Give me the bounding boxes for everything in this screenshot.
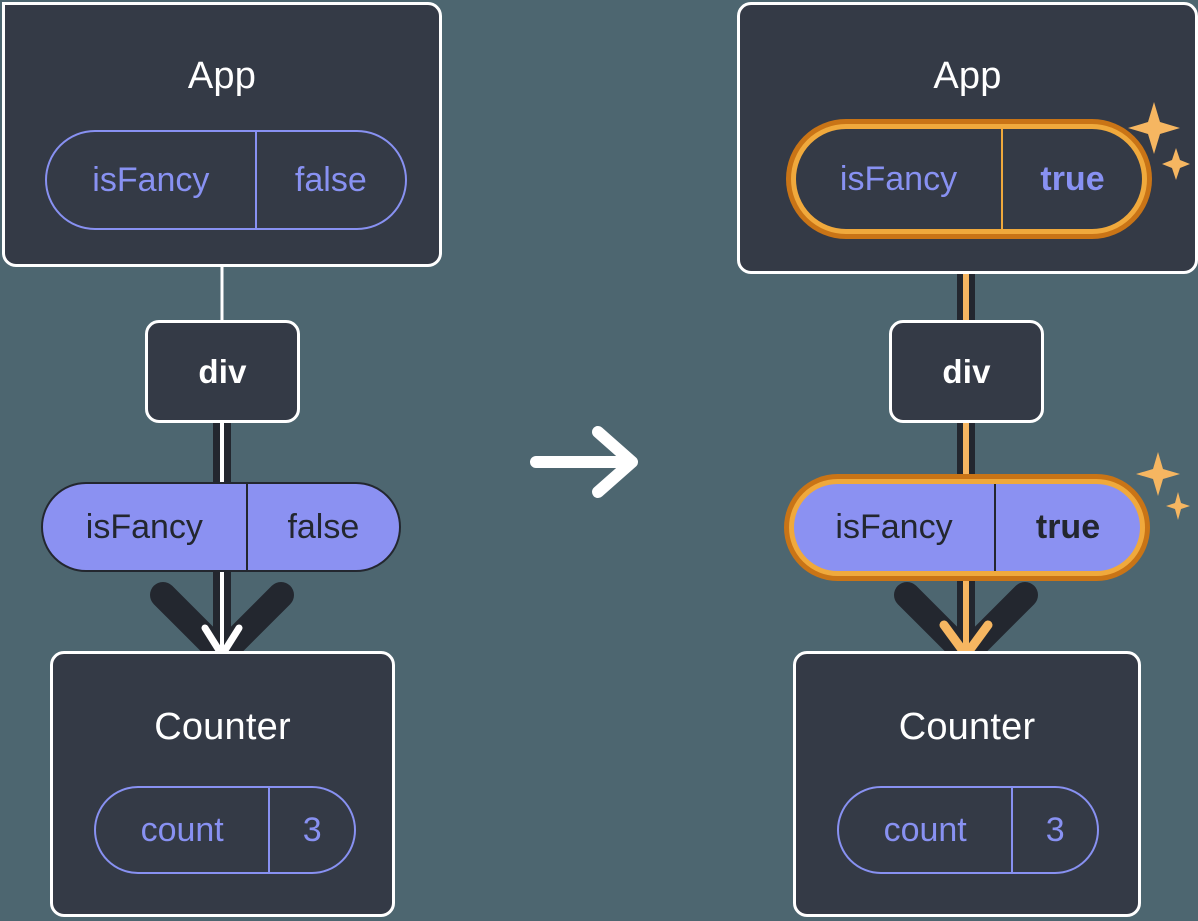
state-value: 3 bbox=[268, 788, 354, 872]
counter-card-before: Counter count 3 bbox=[50, 651, 395, 917]
counter-state-pill-after: count 3 bbox=[837, 786, 1099, 874]
app-card-title-before: App bbox=[187, 55, 257, 97]
state-value: 3 bbox=[1011, 788, 1097, 872]
state-key: count bbox=[140, 810, 224, 849]
div-card-title-after: div bbox=[942, 353, 991, 390]
div-card-after: div bbox=[889, 320, 1044, 423]
app-card-title-after: App bbox=[933, 55, 1002, 97]
state-key: isFancy bbox=[92, 160, 210, 199]
app-state-pill-after[interactable]: isFancy true bbox=[791, 124, 1147, 234]
counter-state-pill-before: count 3 bbox=[94, 786, 356, 874]
state-value: false bbox=[254, 132, 405, 228]
prop-pill-after[interactable]: isFancy true bbox=[789, 479, 1145, 576]
app-state-pill-before: isFancy false bbox=[45, 130, 407, 230]
state-key: isFancy bbox=[839, 159, 958, 198]
counter-card-title-after: Counter bbox=[898, 706, 1036, 748]
state-value: true bbox=[1001, 129, 1142, 229]
prop-pill-before: isFancy false bbox=[41, 482, 401, 572]
state-key: count bbox=[883, 810, 967, 849]
prop-key: isFancy bbox=[835, 508, 953, 546]
counter-card-after: Counter count 3 bbox=[793, 651, 1141, 917]
app-card-before: App isFancy false bbox=[2, 2, 442, 267]
div-card-before: div bbox=[145, 320, 300, 423]
prop-key: isFancy bbox=[85, 507, 203, 546]
prop-value: true bbox=[994, 484, 1140, 571]
counter-card-title-before: Counter bbox=[154, 706, 291, 748]
prop-value: false bbox=[245, 484, 399, 570]
wire-highlight-right bbox=[939, 215, 993, 660]
div-card-title-before: div bbox=[198, 353, 247, 390]
